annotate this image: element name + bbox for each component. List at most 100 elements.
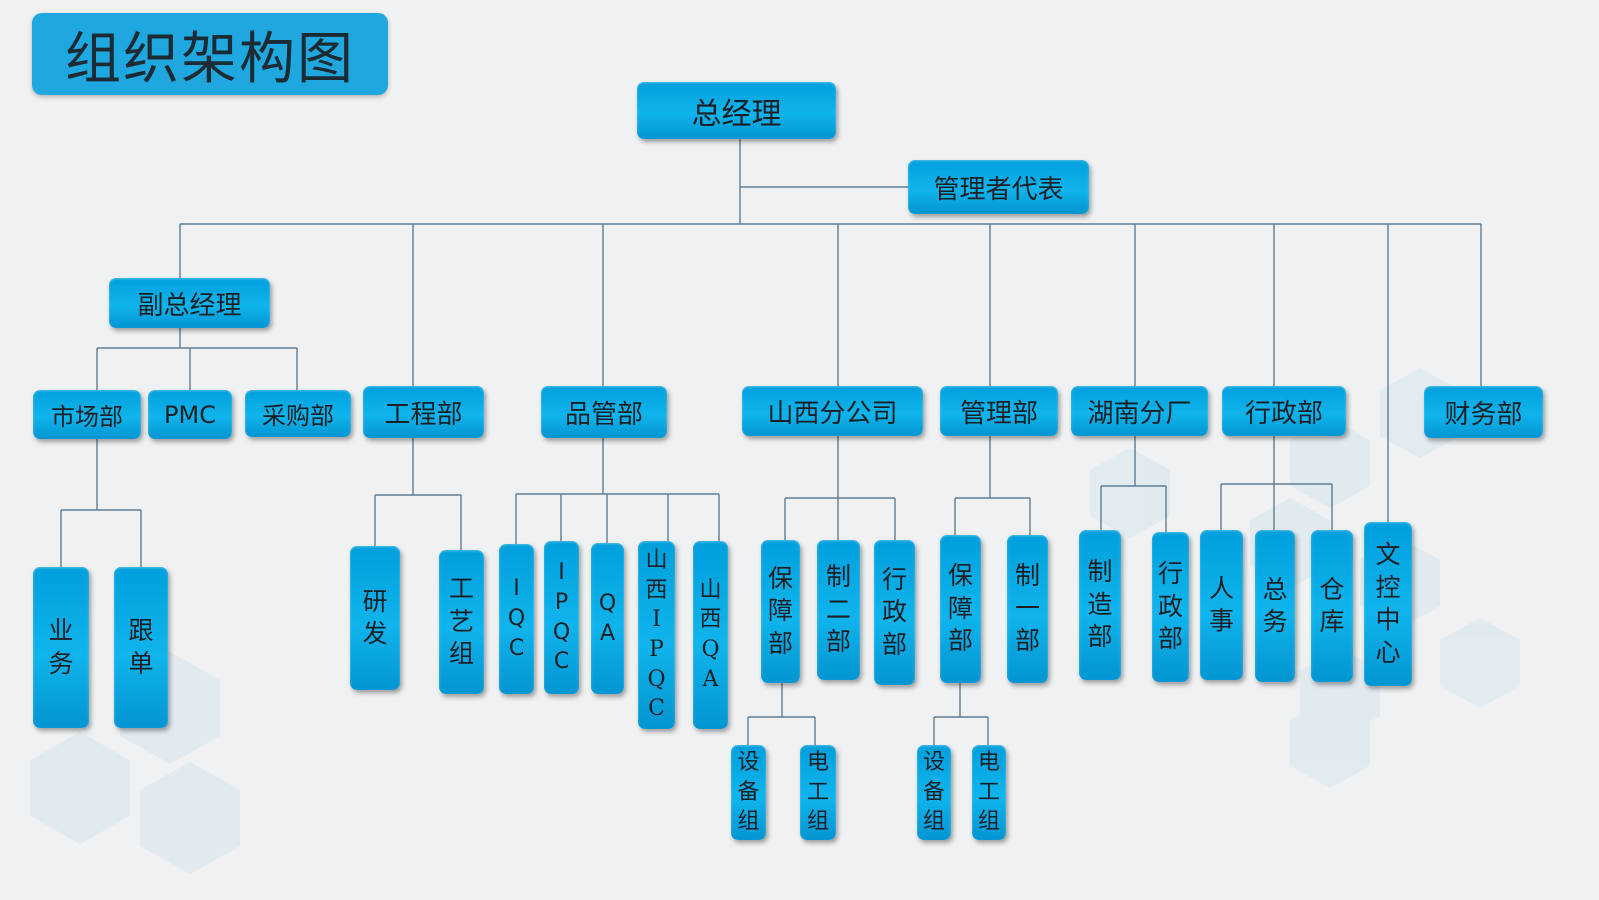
node-finance-dept: 财务部 xyxy=(1424,386,1543,438)
node-market-dept: 市场部 xyxy=(33,390,141,439)
node-hr: 人事 xyxy=(1200,530,1243,680)
vertical-char: 电 xyxy=(806,749,829,775)
vertical-char: C xyxy=(648,696,665,722)
vertical-char: 文 xyxy=(1375,540,1401,569)
vertical-char: 政 xyxy=(1157,591,1183,621)
node-business: 业务 xyxy=(33,567,89,728)
vertical-char: P xyxy=(649,637,664,662)
vertical-char: 艺 xyxy=(448,606,474,636)
vertical-char: 库 xyxy=(1319,607,1345,636)
vertical-char: 组 xyxy=(922,809,945,835)
node-general-manager: 总经理 xyxy=(637,82,836,139)
vertical-char: 研 xyxy=(362,586,388,616)
vertical-char: 一 xyxy=(1014,593,1040,623)
vertical-char: I xyxy=(558,560,565,586)
vertical-char: 总 xyxy=(1262,574,1288,604)
vertical-char: 务 xyxy=(48,648,74,678)
vertical-char: 行 xyxy=(1157,559,1183,589)
node-mgmt-equipment-group: 设备组 xyxy=(917,745,951,840)
vertical-char: 部 xyxy=(947,626,973,656)
node-purchasing-dept: 采购部 xyxy=(245,390,351,437)
node-management-representative: 管理者代表 xyxy=(908,160,1089,214)
vertical-char: 人 xyxy=(1208,573,1234,603)
node-shanxi-equipment-group: 设备组 xyxy=(731,745,766,840)
vertical-char: 务 xyxy=(1262,607,1288,636)
vertical-char: 设 xyxy=(922,749,945,775)
vertical-char: P xyxy=(554,589,569,615)
vertical-char: 部 xyxy=(1087,622,1113,652)
vertical-char: 仓 xyxy=(1319,574,1345,604)
vertical-char: 造 xyxy=(1087,589,1113,619)
vertical-char: 二 xyxy=(825,594,851,624)
vertical-char: 山 xyxy=(645,547,668,573)
vertical-char: 保 xyxy=(947,561,973,591)
node-deputy-general-manager: 副总经理 xyxy=(109,278,270,328)
node-document-control-center: 文控中心 xyxy=(1364,522,1412,686)
vertical-char: C xyxy=(508,635,525,661)
vertical-char: 备 xyxy=(737,779,760,805)
node-rnd: 研发 xyxy=(350,546,400,690)
vertical-char: 事 xyxy=(1208,606,1234,635)
node-manufacturing-2: 制二部 xyxy=(817,540,860,680)
vertical-char: 部 xyxy=(1014,626,1040,656)
vertical-char: 西 xyxy=(699,607,722,633)
node-manufacturing-1: 制一部 xyxy=(1007,535,1048,683)
node-management-dept: 管理部 xyxy=(940,386,1058,436)
vertical-char: 部 xyxy=(825,627,851,657)
vertical-char: 制 xyxy=(1014,561,1040,591)
node-hunan-manufacturing: 制造部 xyxy=(1079,530,1121,680)
vertical-char: 组 xyxy=(977,809,1000,835)
node-mgmt-electrician-group: 电工组 xyxy=(972,745,1006,840)
node-shanxi-electrician-group: 电工组 xyxy=(800,745,836,840)
vertical-char: 制 xyxy=(825,562,851,592)
vertical-char: 西 xyxy=(645,577,668,603)
vertical-char: 电 xyxy=(977,749,1000,775)
vertical-char: 行 xyxy=(881,564,907,594)
node-quality-dept: 品管部 xyxy=(541,386,667,438)
vertical-char: 保 xyxy=(767,563,793,593)
vertical-char: A xyxy=(702,666,719,692)
vertical-char: 设 xyxy=(737,749,760,775)
vertical-char: 部 xyxy=(767,628,793,658)
node-engineering-dept: 工程部 xyxy=(363,386,484,438)
vertical-char: Q xyxy=(598,590,617,616)
node-process-group: 工艺组 xyxy=(439,550,484,694)
node-mgmt-support-dept: 保障部 xyxy=(940,535,981,683)
node-shanxi-support-dept: 保障部 xyxy=(761,540,800,683)
vertical-char: C xyxy=(553,649,570,675)
vertical-char: 障 xyxy=(767,596,793,626)
node-general-affairs: 总务 xyxy=(1255,530,1295,682)
vertical-char: 控 xyxy=(1375,572,1401,602)
vertical-char: I xyxy=(513,576,520,602)
vertical-char: 单 xyxy=(128,648,154,678)
node-shanxi-branch: 山西分公司 xyxy=(742,386,923,436)
vertical-char: 政 xyxy=(881,597,907,627)
vertical-char: 山 xyxy=(699,577,722,603)
vertical-char: Q xyxy=(701,637,720,662)
page-title-text: 组织架构图 xyxy=(65,26,355,92)
vertical-char: 工 xyxy=(448,574,474,604)
vertical-char: I xyxy=(652,607,661,633)
node-hunan-factory: 湖南分厂 xyxy=(1071,386,1208,436)
vertical-char: 部 xyxy=(1157,624,1183,654)
node-shanxi-admin-dept: 行政部 xyxy=(874,540,915,685)
node-warehouse: 仓库 xyxy=(1311,530,1353,682)
vertical-char: 跟 xyxy=(128,616,154,645)
node-pmc: PMC xyxy=(148,390,232,439)
vertical-char: 组 xyxy=(448,639,474,669)
node-follow-order: 跟单 xyxy=(114,567,168,728)
vertical-char: Q xyxy=(507,606,526,632)
vertical-char: 心 xyxy=(1375,637,1401,667)
page-title: 组织架构图 xyxy=(32,13,388,95)
vertical-char: 障 xyxy=(947,593,973,623)
vertical-char: 工 xyxy=(977,779,1000,805)
vertical-char: 业 xyxy=(48,616,74,645)
vertical-char: A xyxy=(599,620,616,646)
vertical-char: 组 xyxy=(806,809,829,835)
